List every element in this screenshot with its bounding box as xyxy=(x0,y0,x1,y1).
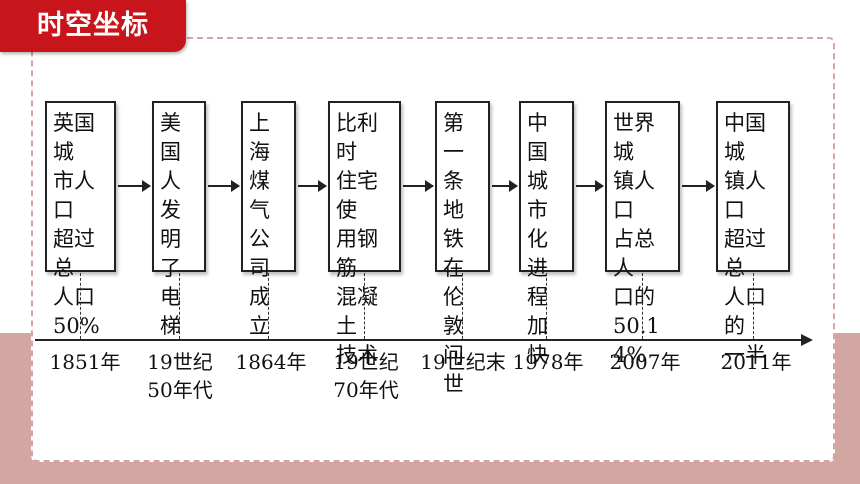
event-text: 英国城 市人口 超过总 人口 50% xyxy=(53,111,100,338)
event-box-1851: 英国城 市人口 超过总 人口 50% xyxy=(45,101,116,338)
title-badge: 时空坐标 xyxy=(0,0,186,52)
dashed-connector xyxy=(753,273,754,339)
arrow-right-icon xyxy=(208,180,240,192)
event-text: 中国城 镇人口 超过总 人口的 一半 xyxy=(724,111,766,367)
dashed-connector xyxy=(364,273,365,339)
arrow-right-icon xyxy=(576,180,604,192)
event-box-late-19c: 第一 条地 铁在 伦敦 问世 xyxy=(435,101,490,396)
event-text: 美国 人发 明了 电梯 xyxy=(160,111,181,338)
date-label: 2007年 xyxy=(609,350,681,374)
arrow-right-icon xyxy=(682,180,715,192)
event-text: 第一 条地 铁在 伦敦 问世 xyxy=(443,111,464,396)
event-box-1978: 中国 城市 化进 程加 快 xyxy=(519,101,574,367)
dashed-connector xyxy=(546,273,547,339)
dashed-connector xyxy=(268,273,269,339)
arrow-right-icon xyxy=(492,180,518,192)
dashed-connector xyxy=(80,273,81,339)
date-label: 1978年 xyxy=(512,350,584,374)
event-box-2007: 世界城 镇人口 占总人 口的 50.14% xyxy=(605,101,680,367)
event-box-1864: 上海 煤气 公司 成立 xyxy=(241,101,296,338)
arrow-right-icon xyxy=(403,180,434,192)
dashed-connector xyxy=(642,273,643,339)
date-label: 2011年 xyxy=(720,350,792,374)
event-box-2011: 中国城 镇人口 超过总 人口的 一半 xyxy=(716,101,790,367)
event-text: 上海 煤气 公司 成立 xyxy=(249,111,270,338)
arrow-right-icon xyxy=(298,180,327,192)
event-text: 比利时 住宅使 用钢筋 混凝土 技术 xyxy=(336,111,378,367)
dashed-connector xyxy=(179,273,180,339)
event-box-1870s: 比利时 住宅使 用钢筋 混凝土 技术 xyxy=(328,101,401,367)
date-label: 19世纪 70年代 xyxy=(333,350,399,402)
arrow-right-icon xyxy=(118,180,151,192)
date-label: 19世纪末 xyxy=(420,350,506,374)
event-box-1850s: 美国 人发 明了 电梯 xyxy=(152,101,206,338)
date-label: 1851年 xyxy=(49,350,121,374)
title-text: 时空坐标 xyxy=(37,10,149,41)
timeline-axis xyxy=(35,334,813,346)
event-text: 中国 城市 化进 程加 快 xyxy=(527,111,548,367)
date-label: 19世纪 50年代 xyxy=(147,350,213,402)
date-label: 1864年 xyxy=(235,350,307,374)
event-text: 世界城 镇人口 占总人 口的 50.14% xyxy=(613,111,660,367)
dashed-connector xyxy=(462,273,463,339)
